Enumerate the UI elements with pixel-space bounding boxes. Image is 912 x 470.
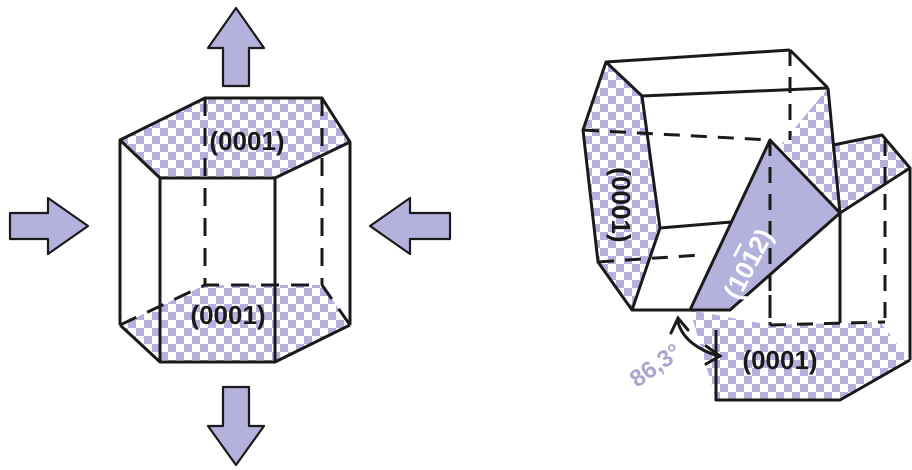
right-arrow-icon (8, 196, 90, 256)
twin-plane-face (688, 138, 842, 312)
up-arrow-icon (206, 6, 266, 88)
angle-label: 86,3° (625, 339, 687, 393)
down-arrow-icon (206, 385, 266, 467)
left-hexagonal-crystal (118, 96, 352, 364)
angle-arrow (669, 315, 723, 366)
right-bottom-basal-face (690, 310, 910, 400)
right-bottom-face-label: (0001) (742, 345, 817, 375)
right-rotated-basal-label: (0001) (606, 167, 636, 242)
right-parent-part (581, 48, 842, 312)
left-bottom-basal-face (120, 285, 350, 362)
left-bottom-face-label: (0001) (190, 300, 265, 330)
left-arrow-icon (368, 196, 452, 256)
right-top-side-face (770, 88, 840, 213)
left-top-face-label: (0001) (209, 126, 284, 156)
